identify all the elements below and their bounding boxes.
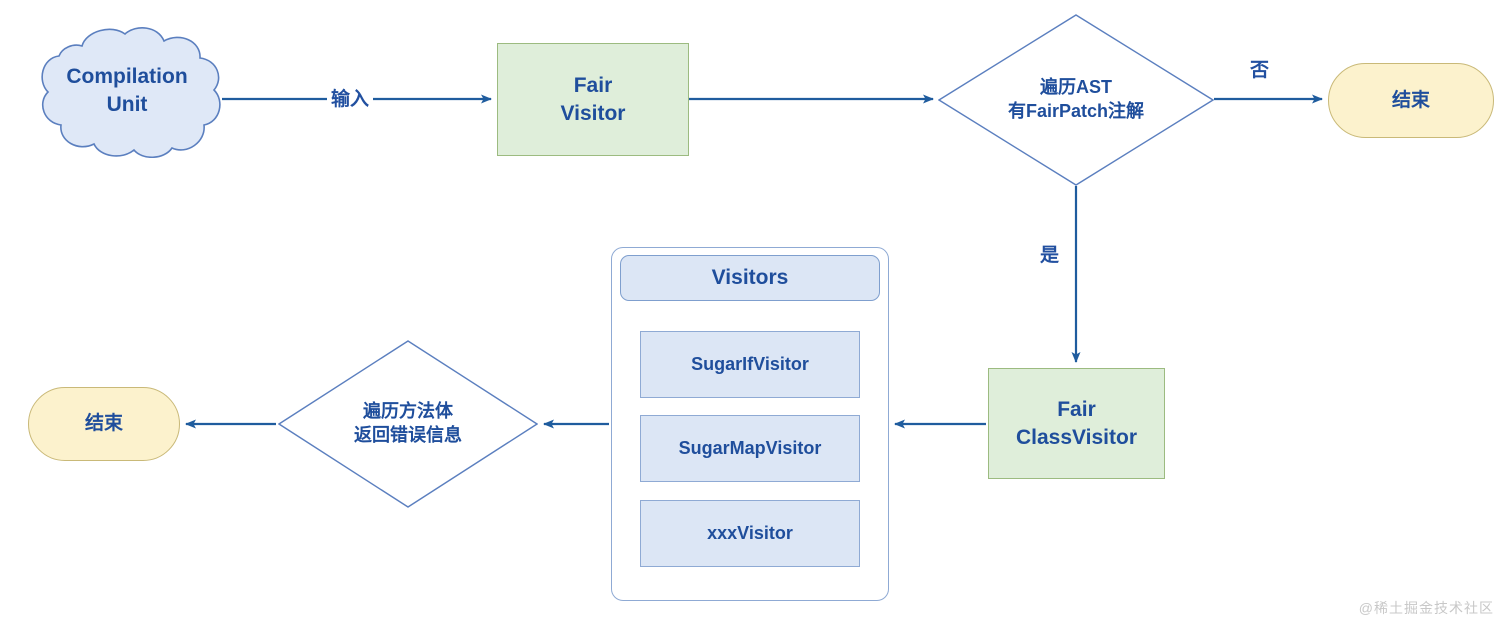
visitor-item-sugarmap[interactable]: SugarMapVisitor xyxy=(640,415,860,482)
diamond-shape-icon xyxy=(278,340,538,508)
node-decision-traverse-ast-label: 遍历AST 有FairPatch注解 xyxy=(1007,77,1145,121)
edge-label-input: 输入 xyxy=(327,84,374,111)
node-fair-visitor-label: Fair Visitor xyxy=(560,73,626,125)
node-end-right-label: 结束 xyxy=(1391,89,1430,111)
node-decision-traverse-method-body-label: 遍历方法体 返回错误信息 xyxy=(354,401,462,445)
visitor-item-xxx[interactable]: xxxVisitor xyxy=(640,499,860,567)
node-compilation-unit-label: Compilation Unit xyxy=(66,65,188,116)
visitor-item-sugarmap-label: SugarMapVisitor xyxy=(678,438,822,458)
node-end-right[interactable]: 结束 xyxy=(1328,63,1494,138)
node-decision-traverse-method-body[interactable]: 遍历方法体 返回错误信息 xyxy=(278,340,538,508)
watermark: @稀土掘金技术社区 xyxy=(1358,600,1494,616)
cloud-shape-icon xyxy=(41,27,221,158)
edge-label-yes: 是 xyxy=(1036,240,1064,267)
node-fair-visitor[interactable]: Fair Visitor xyxy=(497,43,689,156)
edge-label-no: 否 xyxy=(1246,55,1274,82)
node-visitors-container[interactable]: Visitors SugarIfVisitor SugarMapVisitor … xyxy=(611,247,889,601)
node-fair-class-visitor[interactable]: Fair ClassVisitor xyxy=(988,368,1165,479)
visitors-container-title: Visitors xyxy=(620,255,880,301)
diamond-shape-icon xyxy=(938,14,1214,186)
visitors-item-list: SugarIfVisitor SugarMapVisitor xxxVisito… xyxy=(640,313,860,584)
node-end-left[interactable]: 结束 xyxy=(28,387,180,461)
node-end-left-label: 结束 xyxy=(84,413,123,435)
visitor-item-sugarif[interactable]: SugarIfVisitor xyxy=(640,330,860,398)
node-compilation-unit[interactable]: Compilation Unit xyxy=(28,24,226,158)
visitor-item-xxx-label: xxxVisitor xyxy=(707,522,793,543)
node-fair-class-visitor-label: Fair ClassVisitor xyxy=(1015,397,1137,449)
visitor-item-sugarif-label: SugarIfVisitor xyxy=(691,353,809,374)
node-decision-traverse-ast[interactable]: 遍历AST 有FairPatch注解 xyxy=(938,14,1214,186)
